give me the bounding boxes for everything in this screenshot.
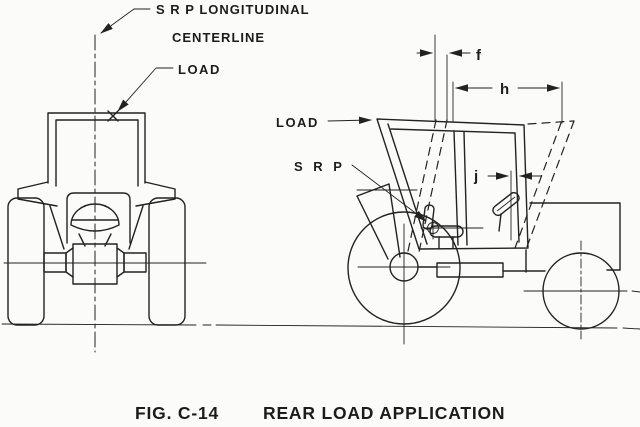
caption-title: REAR LOAD APPLICATION — [263, 403, 505, 423]
srp-label: S R P — [294, 159, 345, 174]
cowl-arch — [66, 192, 131, 244]
caption-figure-number: FIG. C-14 — [135, 403, 219, 423]
srp-leader — [351, 164, 427, 222]
load-front-leader — [117, 67, 174, 112]
cab-inner-frame — [55, 119, 139, 187]
body-side-right — [128, 205, 144, 250]
srp-centerline-leader — [100, 8, 151, 34]
front-view — [3, 34, 207, 353]
hood-dome — [70, 203, 120, 232]
steering-wheel — [492, 191, 520, 217]
srp-point — [420, 216, 484, 240]
load-front-label: LOAD — [178, 62, 221, 77]
axle-shaft-right — [123, 252, 147, 273]
rear-fender — [356, 183, 401, 260]
fender-right — [135, 181, 176, 207]
front-wheel-hline-dash — [631, 290, 640, 293]
annotations: S R P LONGITUDINAL CENTERLINE LOAD LOAD … — [100, 2, 427, 222]
dimension-h: h — [452, 81, 563, 124]
drawbar — [436, 262, 504, 278]
load-side-label: LOAD — [276, 115, 319, 130]
load-point-x-mark — [107, 110, 119, 122]
side-view — [347, 118, 640, 345]
fender-left — [17, 181, 58, 207]
wheel-right — [148, 197, 186, 326]
cab-outer — [376, 118, 529, 250]
cab-divider-b — [463, 131, 468, 246]
axle-shaft-left — [43, 252, 67, 273]
axle-flare-right — [116, 247, 125, 278]
srp-longitudinal-label-line1: S R P LONGITUDINAL — [156, 2, 310, 17]
gearbox — [72, 243, 118, 285]
dim-f-label: f — [476, 47, 482, 64]
axle-flare-left — [65, 247, 74, 278]
cab-inner-top-right — [390, 128, 520, 243]
dimension-f: f — [416, 34, 482, 121]
hood — [529, 202, 621, 271]
load-side-leader — [327, 116, 372, 124]
dim-j-label: j — [473, 168, 478, 185]
dimension-j: j — [473, 168, 542, 241]
srp-longitudinal-label-line2: CENTERLINE — [172, 30, 265, 45]
dim-h-label: h — [500, 81, 509, 98]
deflected-frame — [407, 119, 575, 253]
body-side-left — [49, 205, 65, 250]
wheel-left — [7, 197, 45, 326]
caption: FIG. C-14 REAR LOAD APPLICATION — [135, 403, 505, 423]
steering-column — [498, 213, 502, 232]
cab-outer-frame — [47, 112, 146, 184]
ground-line — [1, 323, 640, 330]
cab-inner-left-post — [387, 123, 428, 245]
